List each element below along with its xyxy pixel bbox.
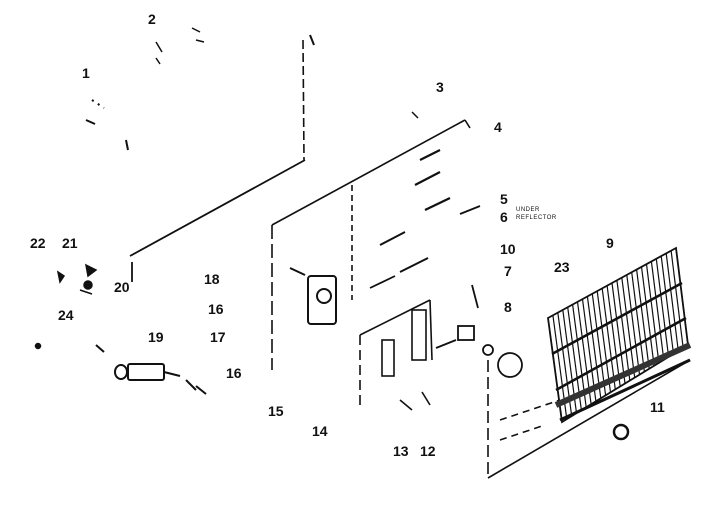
grille-bar xyxy=(665,253,679,351)
part-label-15: 15 xyxy=(268,403,284,419)
grille-bar xyxy=(611,282,626,384)
grille-bar xyxy=(636,269,650,369)
part-label-20: 20 xyxy=(114,279,130,295)
part-label-12: 12 xyxy=(420,443,436,459)
grille-bar xyxy=(621,277,636,378)
part-label-10: 10 xyxy=(500,241,516,257)
power-cord-assembly xyxy=(95,344,207,395)
housing-panel xyxy=(85,34,315,282)
grille-bar xyxy=(591,293,607,396)
part-label-24: 24 xyxy=(58,307,74,323)
grille-bar xyxy=(645,264,660,363)
fan-cluster xyxy=(435,284,523,378)
grille-bar xyxy=(670,250,684,349)
part-label-4: 4 xyxy=(494,119,502,135)
part-label-16a: 16 xyxy=(226,365,242,381)
motor-assembly xyxy=(289,267,337,325)
part-label-23: 23 xyxy=(554,259,570,275)
small-hardware xyxy=(34,27,419,350)
front-panel xyxy=(487,359,691,479)
grille-bar xyxy=(596,291,612,393)
part-label-2: 2 xyxy=(148,11,156,27)
grille-bar xyxy=(660,256,675,354)
reflector-note: REFLECTOR xyxy=(516,215,557,221)
back-plate xyxy=(271,119,481,370)
under-note: UNDER xyxy=(516,207,540,213)
grille-bar xyxy=(655,258,670,357)
part-label-3: 3 xyxy=(436,79,444,95)
part-label-14: 14 xyxy=(312,423,328,439)
grille-bar xyxy=(650,261,665,360)
part-label-13: 13 xyxy=(393,443,409,459)
part-label-17: 17 xyxy=(210,329,226,345)
part-label-19: 19 xyxy=(148,329,164,345)
grille-bar xyxy=(601,288,616,390)
switch-box xyxy=(359,299,433,411)
part-label-9: 9 xyxy=(606,235,614,251)
part-label-16b: 16 xyxy=(208,301,224,317)
grille-bar xyxy=(626,274,641,375)
grille-bar xyxy=(586,296,602,399)
part-label-11: 11 xyxy=(650,399,665,415)
grille-bar xyxy=(631,272,645,372)
part-label-8: 8 xyxy=(504,299,512,315)
part-label-21: 21 xyxy=(62,235,78,251)
part-label-6: 6 xyxy=(500,209,508,225)
grille-bar xyxy=(581,299,597,402)
part-label-22: 22 xyxy=(30,235,46,251)
grille-bar xyxy=(616,280,631,381)
grille-bar xyxy=(675,247,689,346)
part-label-18: 18 xyxy=(204,271,220,287)
part-label-7: 7 xyxy=(504,263,512,279)
grille-bar xyxy=(606,285,621,387)
front-grille xyxy=(547,246,692,441)
grille-bar xyxy=(640,266,655,366)
part-label-1: 1 xyxy=(82,65,90,81)
part-label-5: 5 xyxy=(500,191,508,207)
